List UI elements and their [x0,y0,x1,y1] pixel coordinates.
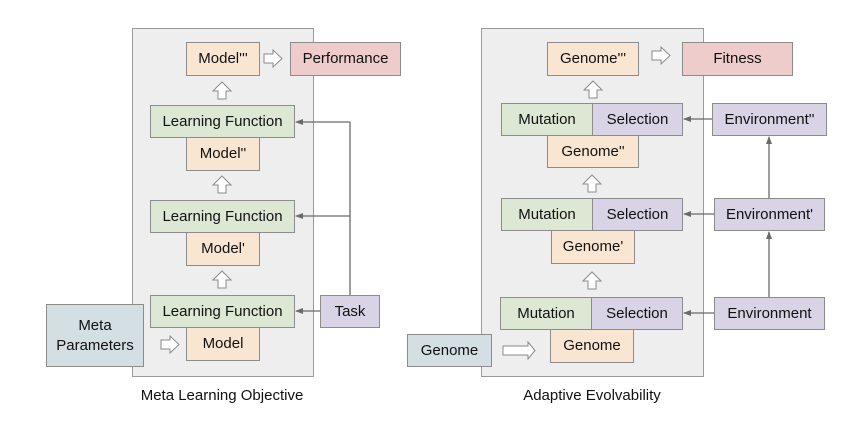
selection-label: Selection [606,304,668,322]
environment-box-2: Environment' [714,198,825,231]
final-genome-box: Genome''' [547,42,639,76]
environment-label: Environment' [725,205,814,223]
model-box-1: Model [186,327,260,361]
mutation-box-1: Mutation [500,297,592,330]
learning-function-label: Learning Function [162,112,283,130]
genome-box-3: Genome'' [547,135,639,168]
up-arrow-icon [211,175,233,194]
up-arrow-icon [211,81,233,100]
environment-label: Environment [727,304,812,322]
meta-parameters-box: Meta Parameters [46,304,144,367]
selection-box-3: Selection [592,103,683,136]
final-model-label: Model''' [198,50,248,67]
environment-connectors [683,116,772,316]
environment-box-3: Environment'' [712,103,827,136]
selection-label: Selection [606,205,669,223]
mutation-label: Mutation [518,110,576,128]
performance-label: Performance [302,50,389,67]
input-genome-label: Genome [420,341,479,359]
meta-parameters-label-line2: Parameters [56,336,134,354]
right-arrow-icon [160,334,180,355]
mutation-label: Mutation [517,304,575,322]
up-arrow-icon [581,174,603,193]
meta-parameters-label-line1: Meta [78,316,112,334]
learning-function-label: Learning Function [162,207,283,225]
learning-function-box-1: Learning Function [150,295,295,328]
learning-function-label: Learning Function [162,302,283,320]
task-connector [295,119,351,314]
genome-box-1: Genome [550,329,634,363]
final-genome-label: Genome''' [559,50,627,67]
right-arrow-icon [651,45,671,66]
model-box-2: Model' [186,232,260,266]
mutation-box-3: Mutation [501,103,593,136]
learning-function-box-2: Learning Function [150,200,295,233]
fitness-box: Fitness [682,42,793,76]
input-genome-box: Genome [407,334,492,367]
task-box: Task [320,295,380,328]
up-arrow-icon [581,271,603,290]
performance-box: Performance [290,42,401,76]
mutation-box-2: Mutation [501,198,593,231]
genome-label: Genome [563,337,621,354]
model-box-3: Model'' [186,137,260,171]
selection-label: Selection [606,110,669,128]
mutation-label: Mutation [518,205,576,223]
task-label: Task [334,302,366,320]
up-arrow-icon [211,270,233,289]
block-arrows [160,45,671,361]
genome-box-2: Genome' [551,230,635,264]
model-label: Model'' [199,145,247,162]
environment-label: Environment'' [724,110,815,128]
right-caption: Adaptive Evolvability [523,387,661,404]
left-caption: Meta Learning Objective [140,387,304,404]
genome-label: Genome' [562,238,624,255]
selection-box-2: Selection [592,198,683,231]
environment-box-1: Environment [714,297,825,330]
selection-box-1: Selection [591,297,683,330]
learning-function-box-3: Learning Function [150,105,295,138]
right-arrow-icon [502,340,536,361]
genome-label: Genome'' [561,142,625,160]
up-arrow-icon [582,80,604,99]
model-label: Model [202,335,244,352]
fitness-label: Fitness [713,50,762,67]
model-label: Model' [201,240,245,257]
final-model-box: Model''' [186,42,260,76]
right-arrow-icon [263,48,283,69]
